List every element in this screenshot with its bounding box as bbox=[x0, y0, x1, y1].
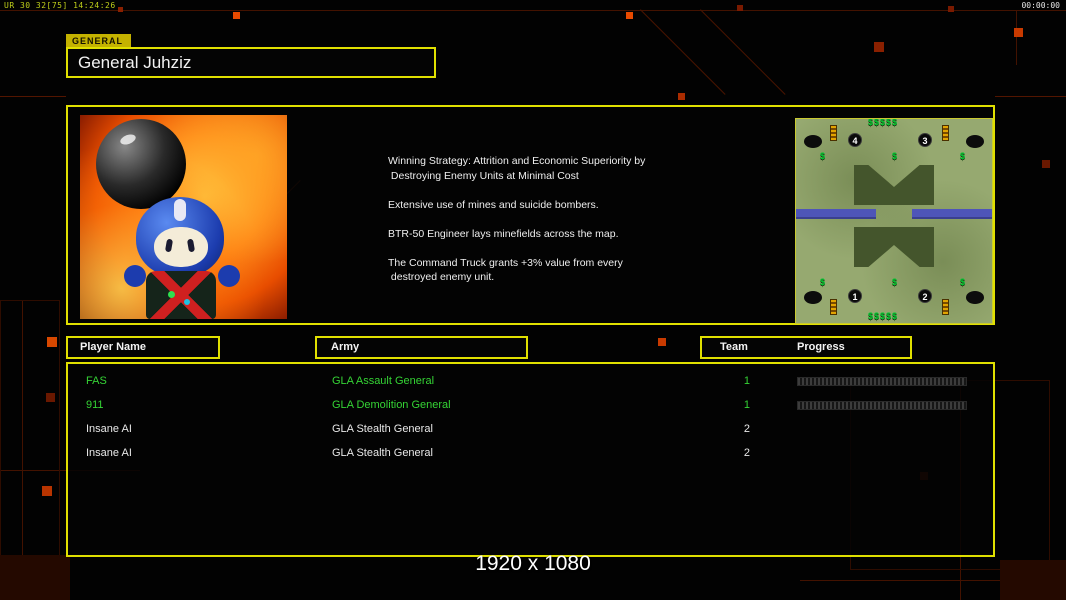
map-terrain-feature bbox=[854, 165, 934, 205]
circuit-block bbox=[0, 555, 70, 600]
map-water bbox=[912, 209, 992, 219]
strategy-line: Extensive use of mines and suicide bombe… bbox=[388, 198, 599, 211]
map-supply-icon: $ bbox=[892, 277, 899, 287]
circuit-node bbox=[1042, 160, 1050, 168]
map-supply-icon: $ bbox=[960, 277, 967, 287]
strategy-line bbox=[388, 184, 718, 199]
character-face bbox=[154, 227, 208, 267]
circuit-node bbox=[737, 5, 743, 11]
header-team-label: Team bbox=[720, 341, 748, 353]
map-supply-icon: $$$$$ bbox=[868, 118, 899, 127]
map-supply-icon: $ bbox=[960, 151, 967, 161]
circuit-node bbox=[874, 42, 884, 52]
player-army: GLA Demolition General bbox=[332, 399, 451, 411]
map-preview: 4 3 1 2 $$$$$ $$$$$ $ $ $ $ $ $ bbox=[795, 118, 993, 324]
circuit-node bbox=[118, 7, 123, 12]
character-arm bbox=[124, 265, 146, 287]
circuit-line bbox=[800, 580, 1066, 581]
map-start-position: 3 bbox=[918, 133, 932, 147]
player-army: GLA Assault General bbox=[332, 375, 435, 387]
player-team: 1 bbox=[743, 375, 750, 387]
map-supply-icon: $ bbox=[820, 151, 827, 161]
strategy-description: Winning Strategy: Attrition and Economic… bbox=[388, 155, 718, 286]
players-panel: FAS GLA Assault General 1 911 GLA Demoli… bbox=[66, 362, 995, 557]
circuit-node bbox=[42, 486, 52, 496]
player-army: GLA Stealth General bbox=[332, 447, 433, 459]
circuit-line bbox=[995, 96, 1066, 97]
strategy-line: Destroying Enemy Units at Minimal Cost bbox=[388, 169, 579, 182]
map-supply-icon: $ bbox=[820, 277, 827, 287]
circuit-node bbox=[46, 393, 55, 402]
strategy-line: BTR-50 Engineer lays minefields across t… bbox=[388, 227, 619, 240]
map-derrick-icon bbox=[830, 125, 837, 141]
player-team: 1 bbox=[743, 399, 750, 411]
player-row: Insane AI GLA Stealth General 2 bbox=[68, 442, 993, 464]
map-supply-icon: $$$$$ bbox=[868, 311, 899, 321]
header-progress-label: Progress bbox=[797, 341, 845, 353]
character-arm bbox=[218, 265, 240, 287]
map-water bbox=[796, 209, 876, 219]
circuit-node bbox=[1014, 28, 1023, 37]
map-oil-derrick-site bbox=[804, 291, 822, 304]
general-info-panel: Winning Strategy: Attrition and Economic… bbox=[66, 105, 995, 325]
map-oil-derrick-site bbox=[966, 291, 984, 304]
strategy-line bbox=[388, 213, 718, 228]
map-start-position: 2 bbox=[918, 289, 932, 303]
circuit-line bbox=[0, 96, 66, 97]
progress-bar bbox=[797, 401, 967, 410]
circuit-node bbox=[233, 12, 240, 19]
header-army: Army bbox=[315, 336, 528, 359]
player-name: Insane AI bbox=[86, 447, 132, 459]
character-helmet-stripe bbox=[174, 199, 186, 221]
player-row: 911 GLA Demolition General 1 bbox=[68, 394, 993, 416]
player-row: FAS GLA Assault General 1 bbox=[68, 370, 993, 392]
circuit-line bbox=[1016, 10, 1017, 65]
map-derrick-icon bbox=[942, 125, 949, 141]
character-badge bbox=[184, 299, 190, 305]
map-terrain-feature bbox=[854, 227, 934, 267]
player-name: FAS bbox=[86, 375, 107, 387]
circuit-node bbox=[678, 93, 685, 100]
map-derrick-icon bbox=[830, 299, 837, 315]
character-torso bbox=[146, 271, 216, 319]
strategy-line: Winning Strategy: Attrition and Economic… bbox=[388, 155, 646, 167]
circuit-node bbox=[626, 12, 633, 19]
header-army-label: Army bbox=[331, 341, 360, 353]
general-name: General Juhziz bbox=[78, 53, 192, 72]
debug-status-text: UR 30 32[75] 14:24:26 bbox=[4, 1, 116, 10]
general-portrait bbox=[80, 115, 287, 319]
player-name: Insane AI bbox=[86, 423, 132, 435]
general-name-box: General Juhziz bbox=[66, 47, 436, 78]
game-timer: 00:00:00 bbox=[1021, 1, 1060, 10]
strategy-line: The Command Truck grants +3% value from … bbox=[388, 256, 623, 269]
circuit-line bbox=[0, 10, 1066, 11]
circuit-line bbox=[22, 300, 23, 600]
header-player-name-label: Player Name bbox=[80, 341, 147, 353]
resolution-caption: 1920 x 1080 bbox=[475, 552, 591, 575]
progress-bar bbox=[797, 377, 967, 386]
map-start-position: 1 bbox=[848, 289, 862, 303]
map-oil-derrick-site bbox=[966, 135, 984, 148]
strategy-line bbox=[388, 242, 718, 257]
circuit-node bbox=[47, 337, 57, 347]
character-badge bbox=[168, 291, 175, 298]
player-army: GLA Stealth General bbox=[332, 423, 433, 435]
player-team: 2 bbox=[743, 423, 750, 435]
header-team-progress: Team Progress bbox=[700, 336, 912, 359]
map-derrick-icon bbox=[942, 299, 949, 315]
bomb-icon bbox=[96, 119, 186, 209]
map-supply-icon: $ bbox=[892, 151, 899, 161]
player-row: Insane AI GLA Stealth General 2 bbox=[68, 418, 993, 440]
circuit-node bbox=[948, 6, 954, 12]
player-name: 911 bbox=[86, 399, 104, 411]
player-team: 2 bbox=[743, 447, 750, 459]
circuit-block bbox=[1000, 560, 1066, 600]
general-tab-label: GENERAL bbox=[66, 34, 132, 47]
map-start-position: 4 bbox=[848, 133, 862, 147]
strategy-line: destroyed enemy unit. bbox=[388, 271, 495, 283]
header-player-name: Player Name bbox=[66, 336, 220, 359]
map-oil-derrick-site bbox=[804, 135, 822, 148]
circuit-node bbox=[658, 338, 666, 346]
